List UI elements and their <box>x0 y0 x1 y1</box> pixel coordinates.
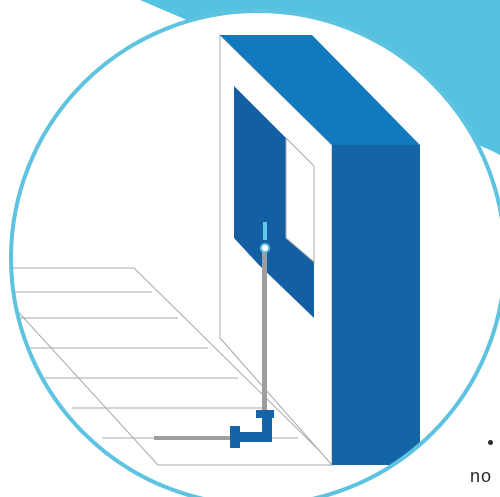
caption-dot <box>488 440 493 445</box>
valve-icon <box>263 222 267 240</box>
wall-top <box>220 35 420 145</box>
window-pane <box>285 136 315 264</box>
top-banner <box>140 0 500 155</box>
horizontal-pipe <box>154 436 234 440</box>
window-frame-upper <box>234 86 286 238</box>
wall-side <box>332 145 420 465</box>
vertical-pipe <box>262 248 267 420</box>
elbow-joint-icon <box>230 410 274 448</box>
scene-circle-outline <box>9 9 500 497</box>
window-sill <box>234 238 314 318</box>
cropped-caption-text: no <box>470 466 493 486</box>
valve-handle <box>260 243 270 253</box>
